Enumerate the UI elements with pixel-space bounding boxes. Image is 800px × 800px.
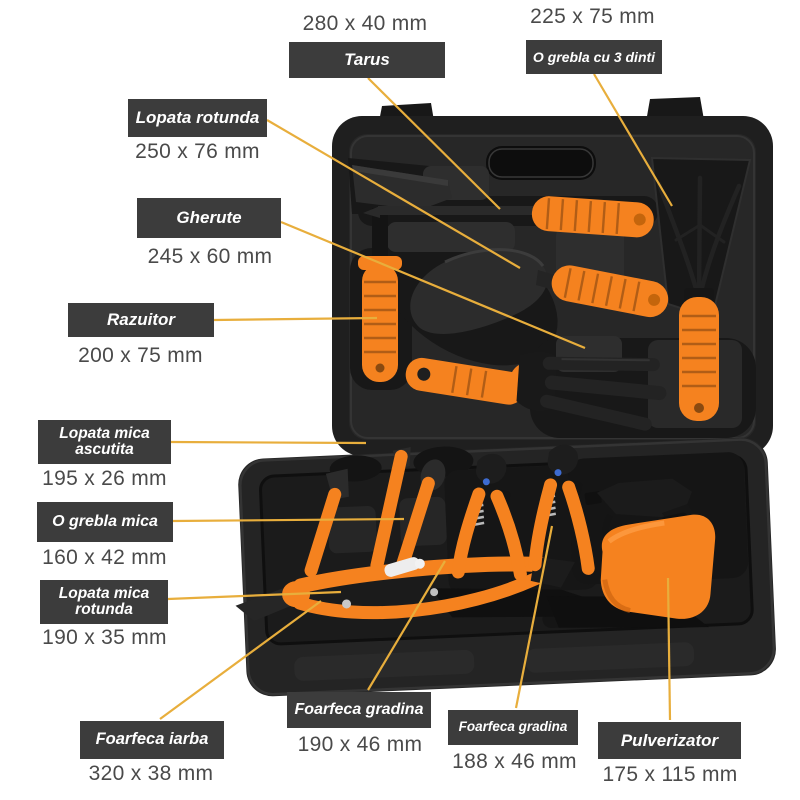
small-shovel-pointed-tool — [304, 468, 349, 577]
trowel-tool — [410, 248, 669, 335]
sprayer-tool — [584, 478, 716, 619]
lopata-mica-rotunda-name-box: Lopata mica rotunda — [40, 580, 168, 624]
tarus-dimensions: 280 x 40 mm — [302, 12, 428, 35]
case-lower-tray — [235, 437, 776, 697]
razuitor-name-box: Razuitor — [68, 303, 214, 337]
lopata-mica-ascutita-dimensions: 195 x 26 mm — [42, 467, 167, 490]
leader-line-o-grebla-mica — [172, 517, 405, 523]
grebla-3-dinti-dimensions: 225 x 75 mm — [530, 5, 655, 28]
lopata-mica-rotunda-dimensions: 190 x 35 mm — [42, 626, 167, 649]
leader-lines — [159, 73, 673, 721]
foarfeca-iarba-dimensions: 320 x 38 mm — [88, 762, 214, 785]
three-tooth-rake-tool — [656, 175, 742, 421]
tarus-name-box: Tarus — [289, 42, 445, 78]
lopata-mica-ascutita-name-box: Lopata mica ascutita — [38, 420, 171, 464]
small-rake-tool — [370, 446, 411, 573]
leader-line-lopata-mica-ascutita — [170, 440, 367, 445]
grebla-3-dinti-name-box: O grebla cu 3 dinti — [526, 40, 662, 74]
razuitor-dimensions: 200 x 75 mm — [78, 344, 203, 367]
case-latch-right — [646, 97, 704, 122]
small-shovel-round-tool — [395, 459, 446, 573]
leader-line-razuitor — [213, 316, 378, 322]
pruner-tool-2 — [528, 444, 595, 575]
leader-line-lopata-mica-rotunda — [167, 590, 342, 601]
leader-line-grebla-3-dinti — [593, 73, 673, 207]
pulverizator-dimensions: 175 x 115 mm — [602, 763, 738, 786]
foarfeca-iarba-name-box: Foarfeca iarba — [80, 721, 224, 759]
pruner-tool-1 — [451, 453, 527, 581]
dibber-tool — [363, 196, 654, 238]
leader-line-gherute — [280, 220, 586, 350]
pulverizator-name-box: Pulverizator — [598, 722, 741, 759]
foarfeca-gradina-1-dimensions: 190 x 46 mm — [297, 733, 423, 756]
gherute-dimensions: 245 x 60 mm — [147, 245, 273, 268]
leader-line-lopata-rotunda — [266, 119, 521, 269]
leader-line-foarfeca-gradina-2 — [514, 525, 554, 709]
o-grebla-mica-name-box: O grebla mica — [37, 502, 173, 542]
foarfeca-gradina-1-name-box: Foarfeca gradina — [287, 692, 431, 728]
gherute-name-box: Gherute — [137, 198, 281, 238]
leader-line-pulverizator — [666, 577, 672, 721]
foarfeca-gradina-2-name-box: Foarfeca gradina — [448, 710, 578, 745]
foarfeca-gradina-2-dimensions: 188 x 46 mm — [452, 750, 577, 773]
leader-line-foarfeca-iarba — [159, 600, 322, 720]
case-handle-cutout — [486, 146, 596, 180]
lopata-rotunda-dimensions: 250 x 76 mm — [135, 140, 260, 163]
leader-line-tarus — [367, 77, 501, 210]
hand-fork-tool — [405, 351, 667, 431]
leader-line-foarfeca-gradina-1 — [367, 560, 446, 691]
o-grebla-mica-dimensions: 160 x 42 mm — [42, 546, 167, 569]
lopata-rotunda-name-box: Lopata rotunda — [128, 99, 267, 137]
